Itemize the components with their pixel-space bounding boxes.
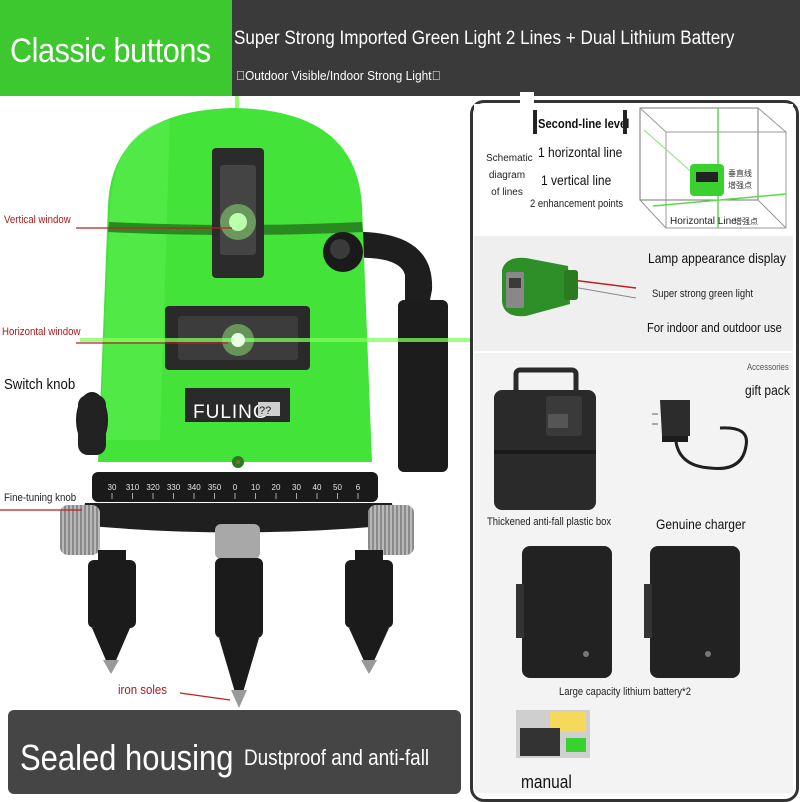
svg-text:Horizontal Line: Horizontal Line: [670, 216, 737, 227]
svg-text:增强点: 增强点: [734, 216, 758, 226]
carry-handle: [345, 231, 433, 300]
callout-iron-soles: iron soles: [118, 682, 167, 697]
dial-tick-label: 0: [233, 483, 238, 492]
svg-text:增强点: 增强点: [728, 180, 752, 190]
lines-section: [474, 104, 793, 236]
plastic-box-image: [494, 367, 596, 510]
dial-tick-label: 330: [167, 483, 181, 492]
manual-label: manual: [521, 772, 572, 792]
dial-tick-label: 6: [356, 483, 361, 492]
bottom-banner-primary: Sealed housing: [20, 737, 234, 778]
side-battery: [398, 300, 448, 472]
leg-tip: [231, 690, 247, 708]
dial-tick-label: 10: [251, 483, 260, 492]
dial-tick-label: 350: [208, 483, 222, 492]
charger-label: Genuine charger: [656, 516, 746, 532]
callout-horizontal-window: Horizontal window: [2, 326, 81, 338]
gift-pack-tag: gift pack: [745, 382, 790, 398]
bottom-banner: [8, 710, 461, 794]
legs: [88, 550, 393, 706]
dial-tick-group: 30 310 320 330 340 350 0 10 20 30 40 50 6: [108, 483, 361, 499]
dial-tick-label: 50: [333, 483, 342, 492]
brand-suffix: ??: [259, 405, 271, 417]
base-plate: [80, 503, 395, 533]
header-title: Classic buttons: [10, 32, 211, 70]
lamp-illustration: [502, 257, 637, 317]
header-tagline: Super Strong Imported Green Light 2 Line…: [234, 28, 735, 49]
laser-level-illustration: FULING ?? 30 310 320 330 340 350 0 10 20 30 40 50 6: [0, 96, 470, 708]
cube-horizontal-line: [652, 193, 787, 207]
accessories-tag: Accessories: [747, 362, 789, 372]
dial-tick-label: 320: [146, 483, 160, 492]
batteries-image: [516, 546, 740, 678]
header-dark-block: [232, 0, 800, 96]
brand-text: FULING: [193, 402, 269, 423]
bottom-banner-secondary: Dustproof and anti-fall: [244, 745, 430, 770]
dial-ring: [92, 472, 378, 502]
title-bar-right: [623, 110, 627, 134]
dial-tick-label: 40: [313, 483, 322, 492]
title-bar-left: [533, 110, 537, 134]
dial-tick-label: 20: [272, 483, 281, 492]
schematic-label: Schematic diagram of lines: [486, 153, 533, 198]
callout-fine-tuning-knob: Fine-tuning knob: [4, 492, 77, 504]
header-green-block: [0, 0, 232, 96]
dial-tick-label: 340: [187, 483, 201, 492]
lines-points: 2 enhancement points: [530, 198, 624, 210]
callout-vertical-window: Vertical window: [4, 214, 71, 226]
lines-horizontal: 1 horizontal line: [538, 144, 623, 160]
lamp-line2: For indoor and outdoor use: [647, 320, 782, 335]
horizontal-laser-beam: [80, 338, 470, 342]
dial-tick-label: 30: [108, 483, 117, 492]
battery-2: [650, 546, 740, 678]
dial-tick-label: 310: [126, 483, 140, 492]
leg-tip: [103, 660, 119, 674]
leg-tip: [361, 660, 377, 674]
cube-diagram: 垂直线 增强点 Horizontal Line 增强点: [639, 107, 787, 229]
lamp-title: Lamp appearance display: [648, 250, 786, 266]
lamp-line1: Super strong green light: [652, 288, 753, 300]
lines-title: Second-line level: [538, 116, 630, 131]
charger-image: [652, 400, 748, 471]
lines-vertical: 1 vertical line: [541, 172, 612, 188]
dial-tick-label: 30: [292, 483, 301, 492]
battery-1: [522, 546, 612, 678]
vertical-window-glow: [229, 213, 247, 231]
box-label: Thickened anti-fall plastic box: [487, 516, 612, 528]
callout-switch-knob: Switch knob: [4, 376, 76, 393]
battery-label: Large capacity lithium battery*2: [559, 686, 691, 698]
manual-image: [516, 710, 590, 758]
header-subtagline:  Outdoor Visible/Indoor Strong Light : [236, 68, 441, 83]
svg-text:垂直线: 垂直线: [728, 168, 752, 178]
